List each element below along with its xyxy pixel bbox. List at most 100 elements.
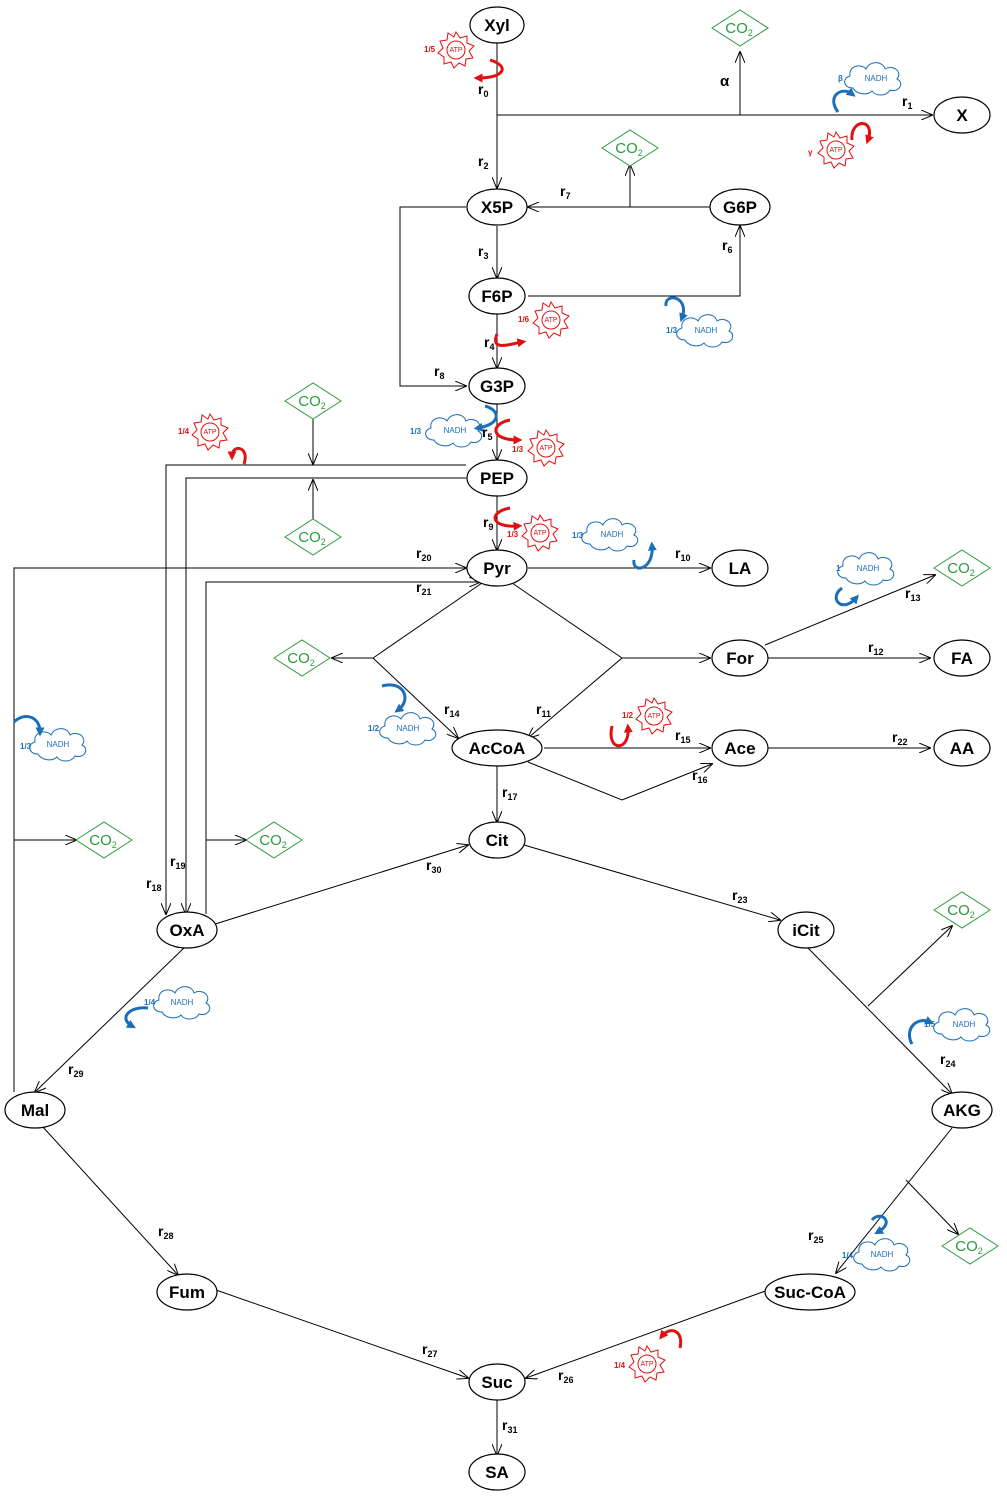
label-fa: FA <box>951 649 973 668</box>
svg-text:ATP: ATP <box>449 47 462 54</box>
node-for[interactable] <box>711 639 769 677</box>
atp-arrow-r15 <box>609 723 633 748</box>
nadh-r14: NADH 1/2 <box>368 683 437 746</box>
edge-fum-suc <box>215 1289 468 1378</box>
reaction-r4: r4 <box>484 334 494 352</box>
label-succoa: Suc-CoA <box>774 1283 846 1302</box>
node-x[interactable] <box>933 96 991 134</box>
edge-succoa-suc <box>526 1289 769 1378</box>
svg-text:1/4: 1/4 <box>842 1251 854 1260</box>
atp-r5: ATP 1/3 <box>494 418 565 467</box>
svg-text:1/3: 1/3 <box>666 326 678 335</box>
edge-r24-co2 <box>867 926 952 1007</box>
co2-r14: CO2 <box>273 639 331 677</box>
reaction-r11: r11 <box>536 701 551 719</box>
node-ace[interactable] <box>711 729 769 767</box>
node-akg[interactable] <box>931 1091 993 1129</box>
svg-text:1/4: 1/4 <box>178 427 190 436</box>
reaction-r13: r13 <box>905 585 920 603</box>
svg-text:CO2: CO2 <box>259 832 287 850</box>
node-g6p[interactable] <box>709 188 771 226</box>
node-cit[interactable] <box>468 821 526 859</box>
reaction-r8: r8 <box>434 363 444 381</box>
nadh-r10: NADH 1/3 <box>572 518 657 570</box>
node-icit[interactable] <box>777 911 835 949</box>
nadh-arrow-r29 <box>124 1006 149 1029</box>
reaction-r17: r17 <box>502 784 517 802</box>
edge-pep-oxa-r19 <box>186 477 466 914</box>
node-accoa[interactable] <box>451 729 543 767</box>
nadh-beta: NADH β <box>832 62 902 113</box>
reaction-r30: r30 <box>426 857 441 875</box>
nadh-arrow-r14 <box>381 683 407 713</box>
svg-text:ATP: ATP <box>544 317 557 324</box>
svg-text:CO2: CO2 <box>89 832 117 850</box>
co2-bottom-pep: CO2 <box>284 518 342 556</box>
atp-r9: ATP 1/3 <box>493 506 559 552</box>
nadh-arrow-r13 <box>834 586 859 607</box>
label-alpha: α <box>720 73 730 90</box>
svg-text:1/3: 1/3 <box>507 530 519 539</box>
svg-text:ATP: ATP <box>203 429 216 436</box>
node-f6p[interactable] <box>468 277 526 315</box>
svg-text:1/3: 1/3 <box>512 445 524 454</box>
node-g3p[interactable] <box>468 367 526 405</box>
node-aa[interactable] <box>933 729 991 767</box>
nadh-symbols: NADH β NADH 1/3 NADH 1/3 NADH 1/3 NA <box>12 62 991 1272</box>
label-pep: PEP <box>480 469 514 488</box>
reaction-r22: r22 <box>892 729 907 747</box>
nadh-r29: NADH 1/4 <box>124 986 211 1029</box>
reaction-r24: r24 <box>940 1051 955 1069</box>
edge-r25-co2 <box>905 1179 958 1234</box>
node-sa[interactable] <box>468 1453 526 1491</box>
edge-mal-pyr <box>13 568 466 1092</box>
reaction-r23: r23 <box>732 887 747 905</box>
label-la: LA <box>729 559 752 578</box>
svg-text:ATP: ATP <box>640 1361 653 1368</box>
node-succoa[interactable] <box>764 1273 856 1311</box>
svg-text:NADH: NADH <box>171 998 194 1007</box>
node-pep[interactable] <box>466 459 528 497</box>
node-oxa[interactable] <box>156 911 218 949</box>
reaction-r18: r18 <box>146 875 161 893</box>
node-pyr[interactable] <box>466 549 528 587</box>
svg-text:CO2: CO2 <box>298 529 326 547</box>
atp-r4: ATP 1/6 <box>494 301 570 348</box>
label-akg: AKG <box>943 1101 981 1120</box>
label-suc: Suc <box>481 1373 512 1392</box>
svg-text:ATP: ATP <box>539 445 552 452</box>
label-accoa: AcCoA <box>469 739 526 758</box>
svg-text:1: 1 <box>836 564 841 573</box>
edge-oxa-pyr <box>205 582 480 914</box>
svg-text:1/3: 1/3 <box>20 742 32 751</box>
svg-text:1/4: 1/4 <box>144 998 156 1007</box>
atp-pep: ATP 1/4 <box>178 413 247 465</box>
nadh-r24: NADH 1/5 <box>907 1008 991 1045</box>
label-xyl: Xyl <box>484 16 510 35</box>
node-mal[interactable] <box>4 1091 66 1129</box>
reaction-r29: r29 <box>68 1061 83 1079</box>
node-la[interactable] <box>711 549 769 587</box>
atp-arrow-gamma <box>850 122 874 145</box>
reaction-r19: r19 <box>170 853 185 871</box>
svg-text:CO2: CO2 <box>955 1238 983 1256</box>
nadh-arrow-mal <box>12 715 45 737</box>
reaction-r16: r16 <box>692 767 707 785</box>
svg-text:NADH: NADH <box>601 530 624 539</box>
nadh-arrow-r6 <box>664 296 688 323</box>
atp-arrow-r5 <box>494 418 523 445</box>
node-suc[interactable] <box>468 1363 526 1401</box>
svg-text:NADH: NADH <box>865 74 888 83</box>
node-fum[interactable] <box>156 1273 218 1311</box>
edge-oxa-cit <box>211 845 468 926</box>
edge-pyr-accoa-r11 <box>511 582 623 738</box>
nadh-r6: NADH 1/3 <box>664 296 734 348</box>
edge-akg-succoa <box>836 1127 953 1273</box>
node-x5p[interactable] <box>466 188 528 226</box>
node-xyl[interactable] <box>469 6 525 44</box>
node-fa[interactable] <box>933 639 991 677</box>
label-mal: Mal <box>21 1101 49 1120</box>
edge-mal-fum <box>41 1125 178 1275</box>
reaction-r15: r15 <box>675 727 690 745</box>
svg-text:ATP: ATP <box>533 530 546 537</box>
